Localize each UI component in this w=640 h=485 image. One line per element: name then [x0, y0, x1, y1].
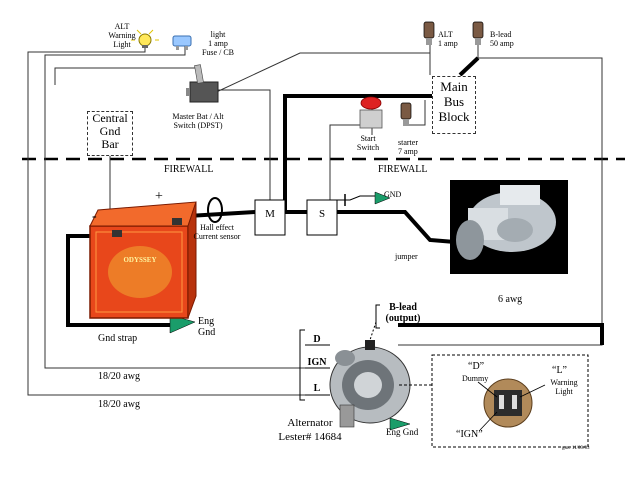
relay-s-label: S: [318, 208, 326, 220]
alternator-icon: [329, 340, 411, 428]
awg-label-1: 18/20 awg: [98, 371, 140, 382]
firewall-label-right: FIREWALL: [378, 164, 428, 175]
ground-arrow-icon: [389, 417, 411, 431]
gnd-strap-label: Gnd strap: [98, 333, 138, 344]
ground-arrow-icon: [374, 191, 391, 205]
push-button-icon: [359, 96, 383, 129]
relay-m-box: [254, 199, 286, 236]
lightbulb-icon: [131, 29, 159, 48]
plug-ign-label: “IGN”: [456, 429, 483, 440]
fuse-icon: [472, 21, 484, 45]
plug-l-label: “L”: [552, 365, 567, 376]
terminal-l-label: L: [313, 383, 321, 394]
relay-s-box: [306, 199, 338, 236]
plug-dummy-label: Dummy: [462, 374, 489, 383]
starter-motor-icon: [450, 180, 568, 274]
terminal-bracket: [299, 329, 330, 401]
plug-connector-icon: [483, 378, 533, 428]
terminal-d-label: D: [313, 334, 321, 345]
eng-gnd-label-2: Eng Gnd: [386, 427, 419, 437]
blead-output-label: B-lead(output): [385, 302, 421, 324]
credit-label: gmc 11/09/03: [562, 446, 590, 451]
fuse-icon: [400, 102, 412, 126]
terminal-ign-label: IGN: [307, 357, 327, 368]
battery-icon: ODYSSEY: [89, 201, 197, 319]
plug-d-label: “D”: [468, 361, 485, 372]
negative-terminal-label: -: [92, 209, 97, 224]
six-awg-label: 6 awg: [498, 294, 523, 305]
blead-bracket: [369, 304, 380, 341]
jumper-label: jumper: [395, 252, 418, 261]
svg-text:ODYSSEY: ODYSSEY: [123, 256, 156, 264]
gnd-label: GND: [384, 190, 402, 199]
fuse-icon: [423, 21, 435, 45]
diode-icon: [335, 194, 375, 206]
awg-label-2: 18/20 awg: [98, 399, 140, 410]
positive-terminal-label: +: [155, 189, 163, 204]
hall-sensor-icon: [207, 197, 223, 223]
firewall-label-left: FIREWALL: [164, 164, 214, 175]
relay-m-label: M: [265, 208, 275, 220]
toggle-switch-icon: [186, 64, 219, 103]
fuse-icon: [172, 35, 192, 50]
